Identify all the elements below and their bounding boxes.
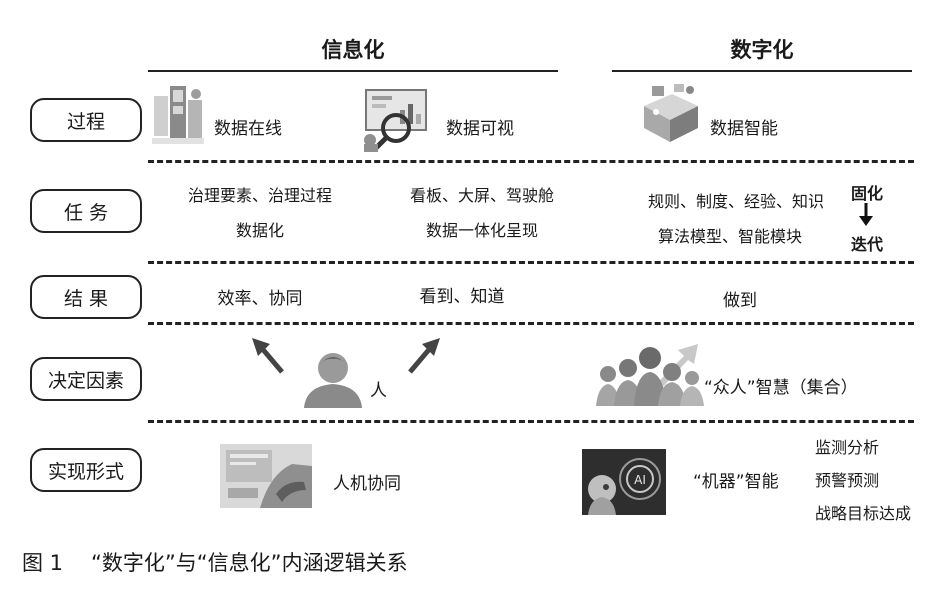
column-header-informatization: 信息化 [148,34,558,64]
process-data-intelligent: 数据智能 [710,114,778,139]
row-label-task: 任 务 [30,189,142,233]
task-info-left-line2: 数据化 [160,217,360,241]
human-machine-image [220,444,312,508]
row-divider-4 [148,420,914,423]
task-solidify-label: 固化 [851,180,883,204]
crowd-icon [594,334,706,406]
column-header-digitalization: 数字化 [612,34,912,64]
arrow-up-left-icon [250,336,286,376]
form-digi: “机器”智能 [693,467,779,492]
ai-label: AI [634,473,646,487]
result-digi: 做到 [640,286,840,311]
result-info-right: 看到、知道 [362,282,562,307]
factor-digi: “众人”智慧（集合） [704,373,858,398]
factor-info: 人 [370,376,387,401]
task-digi-line2: 算法模型、智能模块 [630,223,830,247]
task-iterate-label: 迭代 [851,231,883,255]
form-list-item-warning: 预警预测 [815,467,879,491]
figure-caption: 图 1 “数字化”与“信息化”内涵逻辑关系 [22,547,436,577]
task-info-right-line2: 数据一体化呈现 [382,217,582,241]
data-visual-icon [356,86,434,152]
row-label-form: 实现形式 [30,448,142,492]
row-label-factor: 决定因素 [30,357,142,401]
header-rule-digitalization [612,70,912,72]
figure-title: “数字化”与“信息化”内涵逻辑关系 [91,551,408,575]
row-label-result: 结 果 [30,275,142,319]
row-divider-3 [148,322,914,325]
arrow-up-right-icon [406,336,442,376]
task-digi-line1: 规则、制度、经验、知识 [636,188,836,212]
process-data-online: 数据在线 [214,114,282,139]
task-info-right-line1: 看板、大屏、驾驶舱 [382,182,582,206]
process-data-visual: 数据可视 [446,114,514,139]
figure-number: 图 1 [22,551,63,575]
row-divider-2 [148,261,914,264]
row-divider-1 [148,160,914,163]
form-list-item-strategy: 战略目标达成 [815,500,911,524]
person-icon [300,348,366,408]
row-label-process: 过程 [30,98,142,142]
data-online-icon [150,84,208,152]
arrow-down-icon [858,203,874,227]
header-rule-informatization [148,70,558,72]
data-intelligent-icon [638,82,702,150]
ai-robot-image: AI [582,449,666,515]
form-list-item-monitor: 监测分析 [815,434,879,458]
result-info-left: 效率、协同 [160,284,360,309]
form-info: 人机协同 [333,469,401,494]
task-info-left-line1: 治理要素、治理过程 [160,182,360,206]
